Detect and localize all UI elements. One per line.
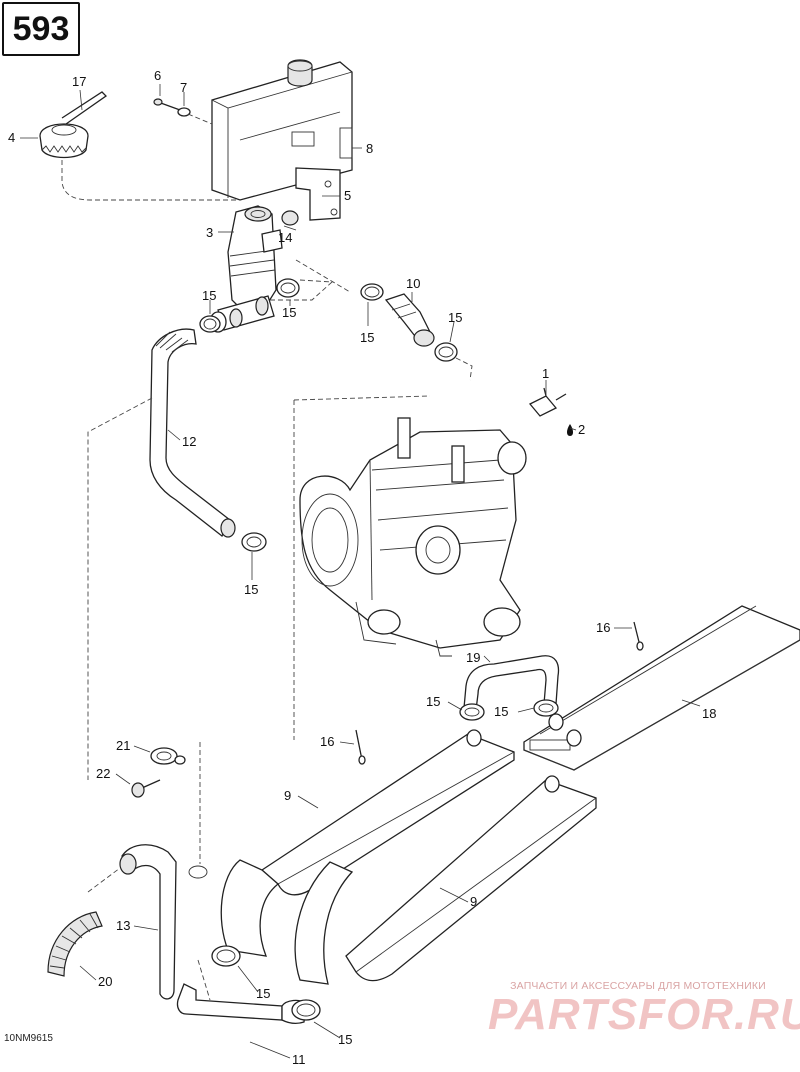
- callout-18: 18: [702, 706, 716, 721]
- tank-bracket: [295, 167, 341, 221]
- callout-7: 7: [180, 80, 187, 95]
- callout-labels: 17 4 6 7 8 5 3 14 15 15 15 10 15 1 2 12 …: [8, 68, 716, 1067]
- callout-19: 19: [466, 650, 480, 665]
- callout-20: 20: [98, 974, 112, 989]
- watermark: ЗАПЧАСТИ И АКСЕССУАРЫ ДЛЯ МОТОТЕХНИКИ PA…: [488, 980, 800, 1039]
- callout-15-f: 15: [426, 694, 440, 709]
- hose-bent: [119, 844, 177, 1000]
- grommet: [188, 865, 208, 879]
- hose-clamp: [434, 342, 458, 362]
- expansion-chamber: [227, 205, 283, 313]
- hose-clamp: [360, 283, 384, 301]
- callout-5: 5: [344, 188, 351, 203]
- callout-15-h: 15: [256, 986, 270, 1001]
- callout-2: 2: [578, 422, 585, 437]
- heat-exchanger-upper: [220, 729, 515, 957]
- coolant-tank: [211, 59, 353, 201]
- callout-1: 1: [542, 366, 549, 381]
- screw-and-washer: [153, 98, 191, 117]
- grommet: [281, 210, 299, 226]
- callout-16-b: 16: [320, 734, 334, 749]
- callout-10: 10: [406, 276, 420, 291]
- callout-15-i: 15: [338, 1032, 352, 1047]
- callout-11: 11: [292, 1052, 306, 1067]
- callout-15-c: 15: [360, 330, 374, 345]
- callout-15-e: 15: [244, 582, 258, 597]
- callout-22: 22: [96, 766, 110, 781]
- sealant-drop: [567, 424, 573, 436]
- callout-17: 17: [72, 74, 86, 89]
- callout-8: 8: [366, 141, 373, 156]
- callout-15-d: 15: [448, 310, 462, 325]
- protective-sleeve: [47, 911, 103, 977]
- page-number-badge: 593: [2, 2, 80, 56]
- diagram-code: 10NM9615: [4, 1033, 53, 1044]
- callout-3: 3: [206, 225, 213, 240]
- hose-clamp: [241, 532, 267, 552]
- rivet: [633, 621, 644, 651]
- watermark-tagline: ЗАПЧАСТИ И АКСЕССУАРЫ ДЛЯ МОТОТЕХНИКИ: [510, 980, 766, 992]
- heat-exchanger-lower: [294, 775, 597, 985]
- engine: [293, 395, 527, 740]
- callout-15-g: 15: [494, 704, 508, 719]
- hose-long: [149, 328, 236, 538]
- watermark-logo: PARTSFOR.RU: [488, 990, 800, 1039]
- callout-15-a: 15: [202, 288, 216, 303]
- pressure-cap: [39, 91, 108, 159]
- hose-clamp: [276, 278, 300, 298]
- hose-elbow: [384, 293, 435, 347]
- callout-9-a: 9: [284, 788, 291, 803]
- heat-exchanger-front: [523, 605, 800, 771]
- callout-6: 6: [154, 68, 161, 83]
- leader-lines: [20, 84, 701, 1059]
- callout-12: 12: [182, 434, 196, 449]
- callout-15-b: 15: [282, 305, 296, 320]
- hose-lower: [176, 983, 307, 1024]
- callout-4: 4: [8, 130, 15, 145]
- callout-9-b: 9: [470, 894, 477, 909]
- hose-clamp: [199, 315, 221, 333]
- hose-clamp: [459, 703, 485, 721]
- hose-clip: [150, 747, 186, 765]
- temperature-sensor: [528, 387, 567, 417]
- hose-clamp: [211, 945, 241, 967]
- rivet: [355, 729, 366, 765]
- callout-13: 13: [116, 918, 130, 933]
- callout-14: 14: [278, 230, 292, 245]
- clip-screw: [131, 779, 161, 798]
- callout-16-a: 16: [596, 620, 610, 635]
- hose-clamp: [291, 999, 321, 1021]
- callout-21: 21: [116, 738, 130, 753]
